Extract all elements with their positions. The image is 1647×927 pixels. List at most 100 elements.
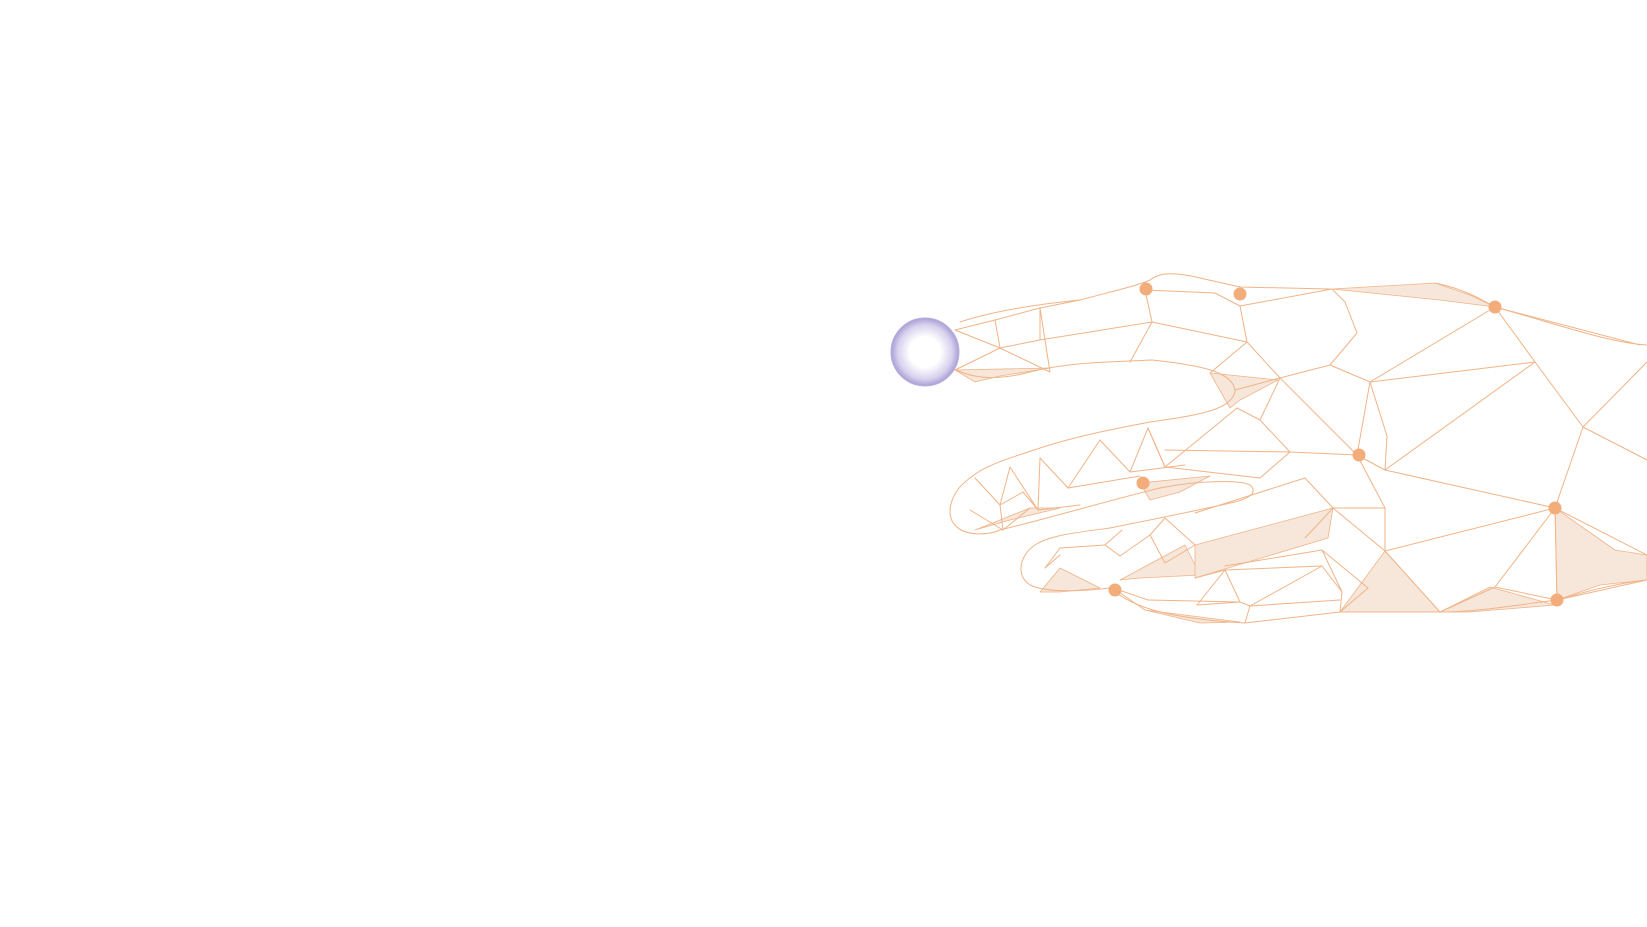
- hand-mesh-edge: [1329, 364, 1371, 383]
- hand-mesh-edge: [1224, 549, 1323, 567]
- hand-mesh-edge: [1344, 301, 1358, 334]
- hand-mesh-edge: [1329, 332, 1358, 366]
- hand-mesh-edge: [1384, 469, 1556, 509]
- hand-mesh-edge: [1356, 454, 1386, 509]
- hand-mesh-edge: [1332, 507, 1386, 552]
- hand-mesh-edge: [1196, 569, 1226, 606]
- hand-mesh-edge: [1321, 565, 1343, 593]
- hand-mesh-edge: [1339, 591, 1343, 613]
- hand-mesh-edge: [1369, 306, 1496, 383]
- hand-mesh-edge: [1022, 491, 1039, 511]
- hand-joints: [1108, 282, 1564, 607]
- hand-mesh-edge: [1039, 299, 1081, 309]
- hand-mesh-edge: [1249, 599, 1341, 607]
- hand-joint-dot: [1548, 501, 1562, 515]
- hand-mesh-edge: [1144, 289, 1216, 294]
- hand-mesh-edge: [1151, 321, 1248, 343]
- hand-joint-dot: [1108, 583, 1122, 597]
- hand-contour: [951, 359, 1236, 423]
- hand-mesh-edge: [1239, 288, 1333, 307]
- hand-mesh-edge: [1039, 307, 1051, 373]
- hand-mesh-edge: [1259, 419, 1291, 453]
- hand-mesh-edge: [1279, 364, 1331, 379]
- hand-mesh-edge: [1224, 565, 1323, 571]
- hand-mesh-edge: [1119, 534, 1151, 557]
- hand-mesh-edge: [1209, 341, 1248, 374]
- hand-contour: [959, 273, 1331, 323]
- hand-mesh-edge: [1259, 451, 1291, 479]
- hand-mesh-edge: [969, 509, 1004, 531]
- hand-mesh-edge: [1147, 427, 1166, 468]
- hand-mesh-edge: [1331, 288, 1346, 303]
- hand-joint-dot: [1233, 287, 1247, 301]
- hand-mesh-edge: [1246, 341, 1281, 379]
- hand-mesh-edge: [1164, 407, 1238, 468]
- hand-mesh-edge: [1164, 544, 1196, 564]
- hand-mesh-edge: [1234, 377, 1281, 391]
- hand-mesh-edge: [1554, 507, 1647, 556]
- hand-facet: [1554, 507, 1647, 601]
- hand-mesh-edge: [1099, 439, 1131, 473]
- hand-mesh-edge: [994, 307, 1041, 321]
- hand-mesh-edge: [999, 339, 1041, 349]
- hand-mesh-edge: [1236, 407, 1261, 421]
- hand-contour: [949, 421, 1151, 535]
- hand-mesh-edge: [1249, 565, 1323, 607]
- hand-mesh-edge: [1259, 377, 1281, 421]
- hand-mesh-edge: [1304, 477, 1334, 509]
- hand-contour: [1109, 579, 1647, 624]
- hand-facet: [1439, 586, 1556, 613]
- hand-facet: [1039, 567, 1101, 593]
- hand-mesh-edge: [1494, 306, 1641, 346]
- hand-mesh-edge: [1164, 517, 1196, 546]
- hand-mesh-edge: [999, 491, 1024, 506]
- hand-mesh-edge: [1439, 586, 1496, 613]
- hand-mesh-edge: [1002, 507, 1031, 531]
- hand-mesh-edge: [974, 477, 1001, 506]
- hand-facet: [954, 367, 1051, 383]
- hand-mesh-edge: [1129, 321, 1153, 363]
- hand-mesh-edge: [1554, 426, 1584, 509]
- hand-mesh-edge: [1384, 361, 1536, 471]
- hand-mesh-edge: [1044, 547, 1061, 569]
- hand-contour: [999, 481, 1254, 531]
- hand-mesh-edge: [1196, 601, 1241, 606]
- hand-mesh-edge: [1104, 529, 1123, 546]
- hand-mesh-edge: [1279, 377, 1358, 456]
- hand-shaded-facets: [954, 282, 1647, 624]
- hand-mesh-edge: [1149, 534, 1166, 564]
- hand-mesh-edge: [1369, 381, 1388, 437]
- hand-mesh-edge: [1164, 449, 1291, 453]
- hand-mesh-edge: [1059, 544, 1106, 549]
- hand-facet: [1339, 550, 1441, 613]
- hand-mesh-edge: [1104, 544, 1121, 557]
- hand-facet: [1194, 507, 1334, 579]
- hand-mesh-edge: [1494, 586, 1558, 601]
- hand-mesh-edge: [1582, 361, 1647, 428]
- hand-mesh-edge: [1384, 550, 1441, 613]
- hand-mesh-edge: [1494, 507, 1556, 588]
- hand-mesh-edge: [1037, 457, 1041, 511]
- hand-wireframe: [954, 288, 1647, 624]
- hand-mesh-edge: [1009, 466, 1039, 511]
- hand-mesh-edge: [1129, 464, 1186, 473]
- hand-mesh-edge: [1554, 507, 1558, 601]
- hand-mesh-edge: [1067, 439, 1101, 489]
- hand-mesh-edge: [1044, 554, 1061, 569]
- hand-mesh-edge: [999, 466, 1011, 506]
- hand-mesh-edge: [1244, 605, 1251, 624]
- hand-facet: [1144, 609, 1241, 624]
- hand-mesh-edge: [1194, 569, 1226, 579]
- hand-facet: [1119, 544, 1201, 581]
- hand-mesh-edge: [1339, 587, 1369, 613]
- hand-mesh-edge: [994, 319, 1001, 349]
- hand-outline: [949, 273, 1647, 624]
- hand-mesh-edge: [1129, 427, 1149, 473]
- hand-facet: [1209, 372, 1279, 409]
- hand-joint-dot: [1488, 300, 1502, 314]
- hand-mesh-edge: [1369, 361, 1536, 383]
- hand-mesh-edge: [1147, 599, 1241, 603]
- hand-mesh-edge: [1534, 361, 1584, 428]
